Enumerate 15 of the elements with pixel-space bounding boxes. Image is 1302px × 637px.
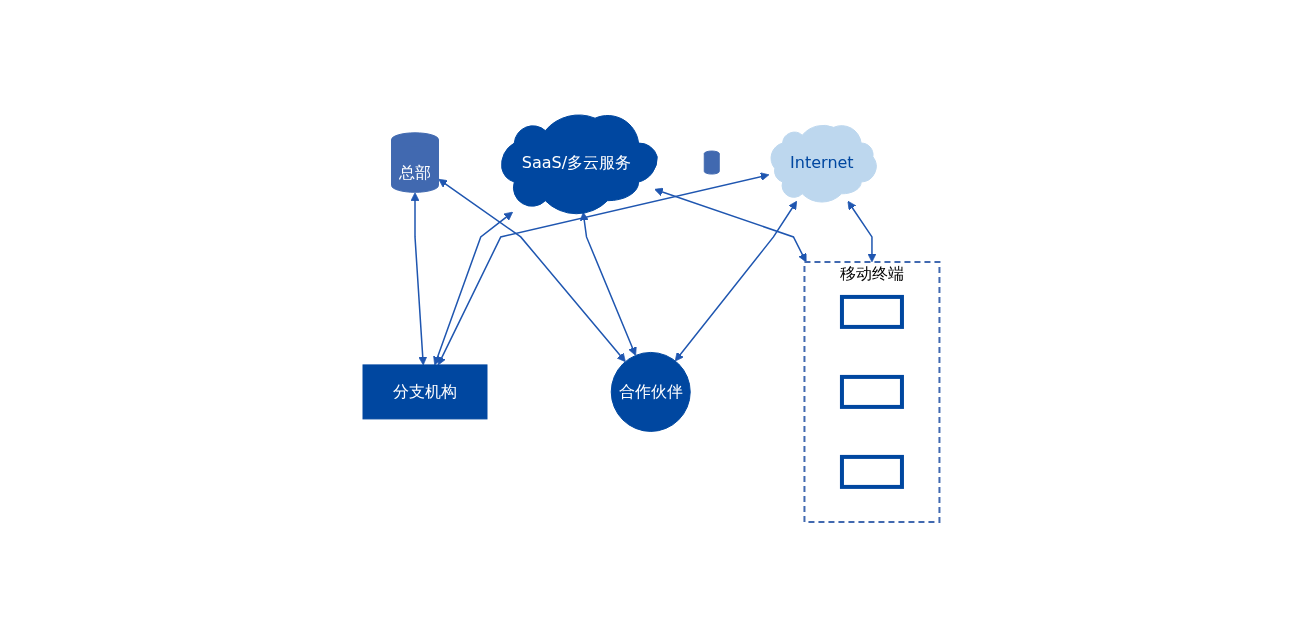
node-box: 分支机构 [362,364,488,420]
arrow [438,178,626,363]
arrow [410,192,427,366]
arrow [579,211,637,356]
arrow [437,172,770,366]
node-circle: 合作伙伴 [610,351,691,432]
arrow [847,200,877,263]
cluster: 移动终端 [803,260,941,523]
arrow [674,200,797,362]
arrow [654,187,807,263]
node-box [839,294,904,329]
node-box [839,454,904,489]
node-cylinder [703,150,720,175]
arrow [433,211,513,366]
node-box [839,374,904,409]
